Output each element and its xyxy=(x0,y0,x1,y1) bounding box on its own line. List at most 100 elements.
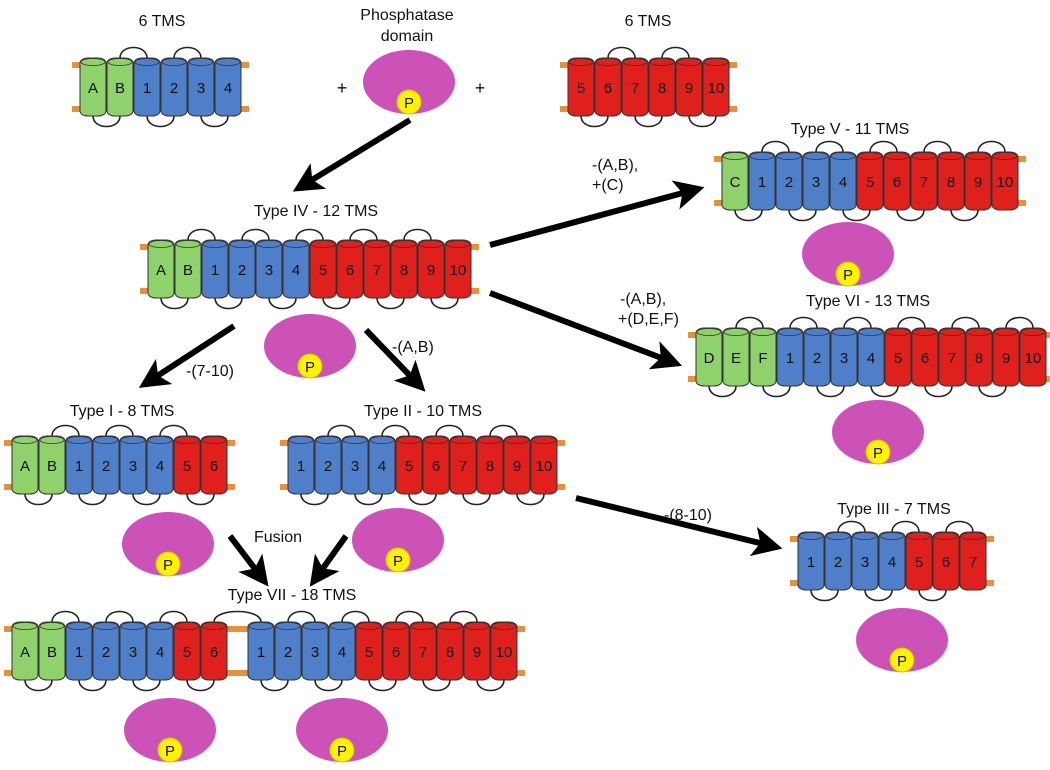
tms-helix-7: 7 xyxy=(621,57,649,117)
tms-helix-4: 4 xyxy=(857,327,885,387)
tms-helix-3: 3 xyxy=(119,621,147,681)
loop xyxy=(789,316,818,329)
loop xyxy=(186,679,215,692)
tms-label: B xyxy=(47,458,57,475)
tms-label: 2 xyxy=(324,458,332,475)
tms-helix-4: 4 xyxy=(829,151,857,211)
loop xyxy=(159,610,188,623)
tms-label: 3 xyxy=(197,80,205,97)
tms-helix-5: 5 xyxy=(905,531,933,591)
label-to-type-v-line2: +(C) xyxy=(592,177,624,194)
tms-label: 4 xyxy=(338,644,346,661)
loop xyxy=(92,115,121,128)
label-to-type-vi-line2: +(D,E,F) xyxy=(618,311,679,328)
loop xyxy=(661,46,690,59)
arrow-to-type-iii xyxy=(575,495,783,557)
label-to-type-v-line1: -(A,B), xyxy=(592,157,638,174)
loop xyxy=(924,385,953,398)
loop xyxy=(977,140,1006,153)
tms-helix-3: 3 xyxy=(830,327,858,387)
tms-helix-4: 4 xyxy=(146,621,174,681)
tms-helix-F: F xyxy=(749,327,777,387)
tms-label: 1 xyxy=(143,80,151,97)
tms-helix-5: 5 xyxy=(884,327,912,387)
tms-helix-9: 9 xyxy=(503,435,531,495)
tms-label: 2 xyxy=(834,554,842,571)
tms-label: 8 xyxy=(446,644,454,661)
tms-helix-1: 1 xyxy=(133,57,161,117)
tms-helix-9: 9 xyxy=(675,57,703,117)
p-circle xyxy=(385,547,411,573)
phosphatase-domain-shape: P xyxy=(363,50,455,115)
plus-left: + xyxy=(337,78,348,98)
tms-label: 9 xyxy=(513,458,521,475)
loop xyxy=(146,115,175,128)
loop xyxy=(762,385,791,398)
tms-helix-4: 4 xyxy=(368,435,396,495)
tms-label: 5 xyxy=(894,350,902,367)
tms-helix-5: 5 xyxy=(355,621,383,681)
tms-label: A xyxy=(20,644,30,661)
loop xyxy=(918,589,947,602)
tms-helix-D: D xyxy=(695,327,723,387)
p-circle xyxy=(157,737,183,763)
tms-helix-6: 6 xyxy=(594,57,622,117)
panel-title: 6 TMS xyxy=(139,13,186,30)
tms-label: 4 xyxy=(839,174,847,191)
loop xyxy=(1005,316,1034,329)
p-circle xyxy=(835,261,861,287)
tms-helix-6: 6 xyxy=(422,435,450,495)
tms-helix-4: 4 xyxy=(878,531,906,591)
loop xyxy=(842,209,871,222)
tms-label: 1 xyxy=(758,174,766,191)
tms-helix-6: 6 xyxy=(911,327,939,387)
tms-label: 9 xyxy=(974,174,982,191)
loop xyxy=(368,679,397,692)
p-label: P xyxy=(897,653,907,670)
loop xyxy=(159,424,188,437)
loop xyxy=(354,493,383,506)
tms-label: 9 xyxy=(473,644,481,661)
type-v-title: Type V - 11 TMS xyxy=(791,121,910,138)
tms-label: 4 xyxy=(378,458,386,475)
tms-helix-1: 1 xyxy=(776,327,804,387)
arrow-to-type-v xyxy=(489,180,705,248)
tms-label: 10 xyxy=(536,458,553,475)
loop xyxy=(816,385,845,398)
tms-label: 5 xyxy=(183,458,191,475)
phosphatase-ellipse xyxy=(352,508,444,572)
tms-helix-6: 6 xyxy=(200,435,228,495)
p-circle xyxy=(155,551,181,577)
loop xyxy=(815,140,844,153)
tms-helix-2: 2 xyxy=(92,621,120,681)
loop xyxy=(381,424,410,437)
loop xyxy=(327,424,356,437)
tms-helix-6: 6 xyxy=(883,151,911,211)
loop xyxy=(51,424,80,437)
loop xyxy=(314,679,343,692)
tms-label: 2 xyxy=(284,644,292,661)
p-label: P xyxy=(873,445,883,462)
loop xyxy=(214,297,243,310)
tms-label: D xyxy=(704,350,715,367)
loop xyxy=(516,493,545,506)
tms-label: 7 xyxy=(948,350,956,367)
tms-helix-4: 4 xyxy=(282,239,310,299)
tms-helix-1: 1 xyxy=(65,621,93,681)
tms-label: 7 xyxy=(419,644,427,661)
tms-label: 3 xyxy=(129,458,137,475)
tms-helix-10: 10 xyxy=(1019,327,1047,387)
plus-right: + xyxy=(475,78,486,98)
loop xyxy=(761,140,790,153)
tms-label: 3 xyxy=(265,262,273,279)
tms-label: 9 xyxy=(685,80,693,97)
loop xyxy=(213,610,262,623)
tms-label: 1 xyxy=(211,262,219,279)
loop xyxy=(462,493,491,506)
type-iii-title: Type III - 7 TMS xyxy=(837,501,951,518)
loop xyxy=(978,385,1007,398)
